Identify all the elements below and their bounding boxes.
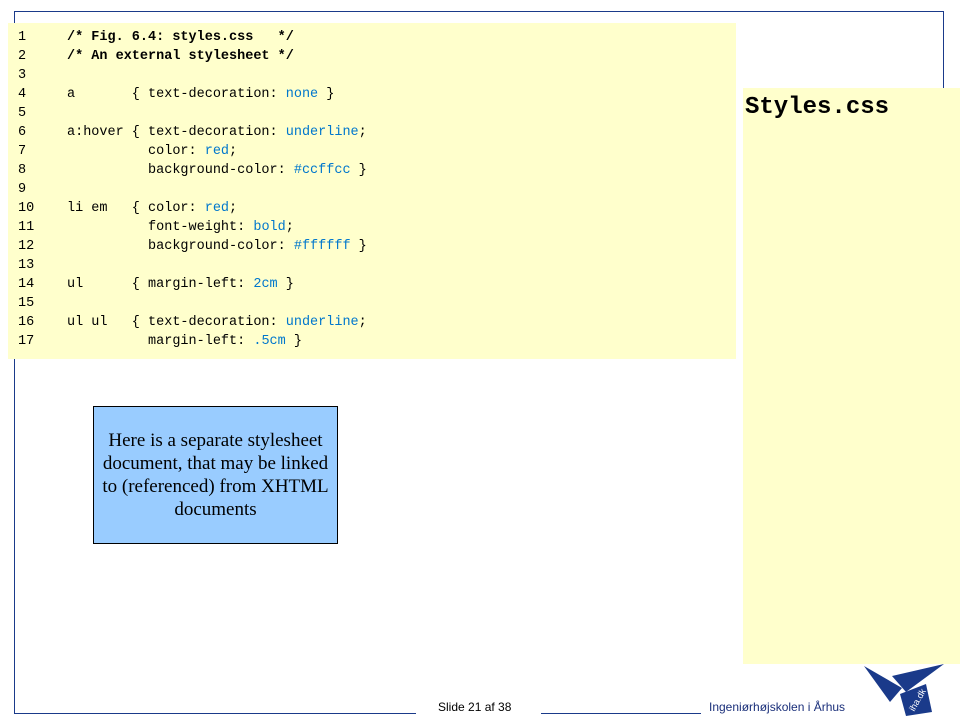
line-number: 11 <box>18 220 35 235</box>
code-line: 9 <box>8 180 736 199</box>
code-text: background-color: #ffffff } <box>67 237 367 256</box>
code-token: background-color: <box>67 239 294 254</box>
line-number: 12 <box>18 239 35 254</box>
code-line: 12 background-color: #ffffff } <box>8 237 736 256</box>
code-token: ; <box>229 201 238 216</box>
code-text: a { text-decoration: none } <box>67 85 334 104</box>
code-line: 17 margin-left: .5cm } <box>8 332 736 351</box>
code-token: margin-left: <box>67 334 254 349</box>
code-token: } <box>350 239 367 254</box>
code-token: a { text-decoration: <box>67 87 286 102</box>
code-token: ul { margin-left: <box>67 277 254 292</box>
code-token: } <box>318 87 335 102</box>
code-text: color: red; <box>67 142 237 161</box>
side-title-panel <box>743 88 960 664</box>
code-line: 13 <box>8 256 736 275</box>
code-line: 11 font-weight: bold; <box>8 218 736 237</box>
code-line: 2 /* An external stylesheet */ <box>8 47 736 66</box>
code-token: ; <box>358 315 367 330</box>
code-value-token: 2cm <box>253 277 278 292</box>
slide-frame-right <box>943 11 944 91</box>
code-line: 16 ul ul { text-decoration: underline; <box>8 313 736 332</box>
code-text: ul { margin-left: 2cm } <box>67 275 294 294</box>
code-token: a:hover { text-decoration: <box>67 125 286 140</box>
code-value-token: #ffffff <box>293 239 351 254</box>
callout-note: Here is a separate stylesheet document, … <box>93 406 338 544</box>
line-number: 8 <box>18 163 27 178</box>
code-line: 6 a:hover { text-decoration: underline; <box>8 123 736 142</box>
code-line: 7 color: red; <box>8 142 736 161</box>
line-number: 3 <box>18 68 27 83</box>
slide-frame-bottom-right <box>541 713 701 714</box>
code-token: ; <box>358 125 367 140</box>
code-value-token: underline <box>285 125 359 140</box>
slide-frame-bottom-left <box>14 713 416 714</box>
code-token: color: <box>67 144 205 159</box>
code-token: ; <box>229 144 238 159</box>
code-value-token: red <box>204 201 230 216</box>
line-number: 4 <box>18 87 27 102</box>
code-line: 8 background-color: #ccffcc } <box>8 161 736 180</box>
code-text: ul ul { text-decoration: underline; <box>67 313 367 332</box>
line-number: 9 <box>18 182 27 197</box>
code-token: ; <box>285 220 294 235</box>
slide-frame-left <box>14 11 15 713</box>
line-number: 10 <box>18 201 35 216</box>
code-value-token: #ccffcc <box>293 163 351 178</box>
code-line: 4 a { text-decoration: none } <box>8 85 736 104</box>
slide-number: Slide 21 af 38 <box>438 700 512 714</box>
line-number: 1 <box>18 30 27 45</box>
code-text: /* An external stylesheet */ <box>67 49 294 64</box>
iha-logo-icon: iha.dk <box>864 664 944 716</box>
code-line: 10 li em { color: red; <box>8 199 736 218</box>
line-number: 17 <box>18 334 35 349</box>
code-value-token: red <box>204 144 230 159</box>
code-line: 3 <box>8 66 736 85</box>
code-value-token: .5cm <box>253 334 286 349</box>
code-line: 1 /* Fig. 6.4: styles.css */ <box>8 28 736 47</box>
code-text: a:hover { text-decoration: underline; <box>67 123 367 142</box>
code-line: 14 ul { margin-left: 2cm } <box>8 275 736 294</box>
code-line: 5 <box>8 104 736 123</box>
slide-title: Styles.css <box>745 94 890 121</box>
code-value-token: none <box>285 87 319 102</box>
line-number: 5 <box>18 106 27 121</box>
school-name: Ingeniørhøjskolen i Århus <box>709 700 846 714</box>
code-line: 15 <box>8 294 736 313</box>
line-number: 14 <box>18 277 35 292</box>
code-token: font-weight: <box>67 220 254 235</box>
code-token: background-color: <box>67 163 294 178</box>
code-text: font-weight: bold; <box>67 218 294 237</box>
line-number: 15 <box>18 296 35 311</box>
code-listing-panel: 1 /* Fig. 6.4: styles.css */ 2 /* An extern… <box>8 23 736 359</box>
code-token: } <box>350 163 367 178</box>
line-number: 2 <box>18 49 27 64</box>
code-token: } <box>277 277 294 292</box>
code-text: li em { color: red; <box>67 199 237 218</box>
code-token: ul ul { text-decoration: <box>67 315 286 330</box>
line-number: 16 <box>18 315 35 330</box>
code-text: margin-left: .5cm } <box>67 332 302 351</box>
code-token: li em { color: <box>67 201 205 216</box>
slide-frame-top <box>14 11 943 12</box>
line-number: 13 <box>18 258 35 273</box>
code-text: background-color: #ccffcc } <box>67 161 367 180</box>
line-number: 6 <box>18 125 27 140</box>
code-text: /* Fig. 6.4: styles.css */ <box>67 30 294 45</box>
line-number: 7 <box>18 144 27 159</box>
code-token: } <box>285 334 302 349</box>
callout-text: Here is a separate stylesheet document, … <box>102 430 329 520</box>
code-value-token: underline <box>285 315 359 330</box>
code-value-token: bold <box>253 220 286 235</box>
